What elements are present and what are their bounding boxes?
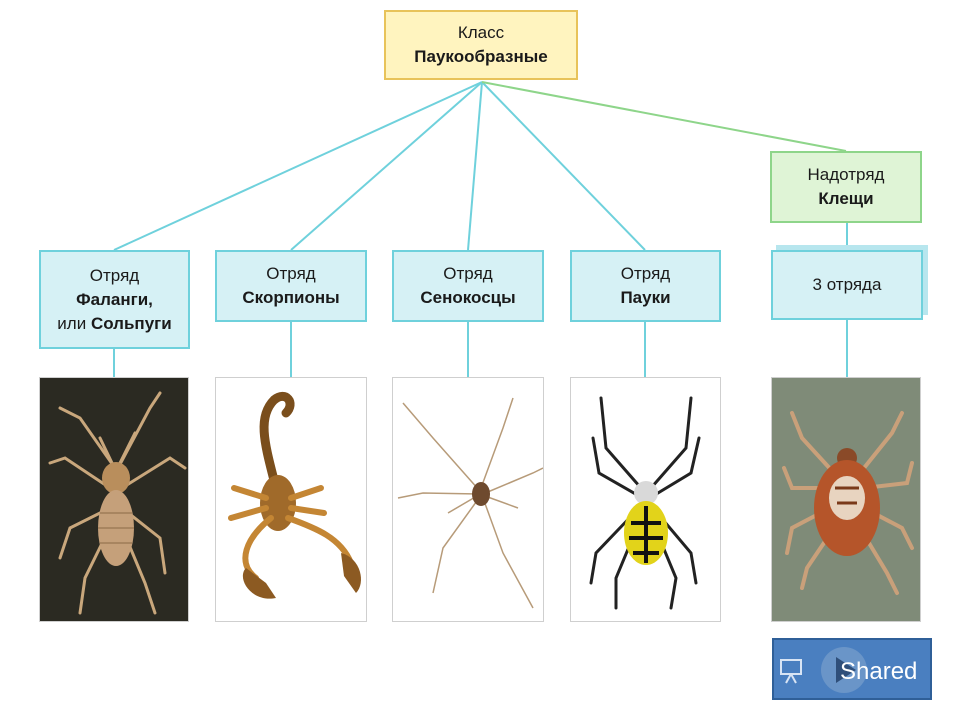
class-box: Класс Паукообразные	[384, 10, 578, 80]
order-label: Отряд	[89, 265, 140, 285]
superorder-name: Клещи	[818, 189, 874, 208]
class-name: Паукообразные	[414, 47, 548, 66]
order-name: Сенокосцы	[420, 288, 516, 307]
mites-orders-label: 3 отряда	[812, 275, 882, 294]
tick-image	[782, 411, 914, 595]
photo-garden-spider	[570, 377, 721, 622]
photo-solpugid	[39, 377, 189, 622]
harvestman-image	[397, 397, 543, 609]
class-label: Класс	[457, 23, 505, 42]
order-label: Отряд	[443, 264, 493, 283]
order-box-solpugi: Отряд Фаланги, или Сольпуги	[39, 250, 190, 349]
scorpion-image	[228, 391, 361, 599]
photo-harvestman	[392, 377, 544, 622]
connector-root-mites	[481, 81, 847, 152]
mites-orders-box: 3 отряда	[771, 250, 923, 320]
connector-root-scorpions	[290, 81, 483, 251]
connector-root-harvestmen	[467, 81, 483, 251]
watermark-text: Shared	[840, 658, 918, 685]
connector-root-solpugi	[113, 81, 483, 251]
garden-spider-image	[589, 396, 701, 610]
solpugid-image	[48, 391, 187, 615]
superorder-box: Надотряд Клещи	[770, 151, 922, 223]
order-box-scorpions: Отряд Скорпионы	[215, 250, 367, 322]
order-box-harvestmen: Отряд Сенокосцы	[392, 250, 544, 322]
photo-tick	[771, 377, 921, 622]
photo-scorpion	[215, 377, 367, 622]
order-name: Фаланги,	[76, 289, 153, 309]
order-name: Пауки	[620, 288, 671, 307]
order-alt-name: или Сольпуги	[57, 313, 172, 333]
order-label: Отряд	[266, 264, 316, 283]
superorder-label: Надотряд	[807, 165, 885, 184]
connector-root-spiders	[481, 81, 646, 251]
order-name: Скорпионы	[242, 288, 340, 307]
order-label: Отряд	[620, 264, 671, 283]
watermark-badge[interactable]: Shared	[772, 638, 932, 700]
order-box-spiders: Отряд Пауки	[570, 250, 721, 322]
play-icon	[821, 647, 867, 693]
presentation-icon	[780, 659, 802, 684]
